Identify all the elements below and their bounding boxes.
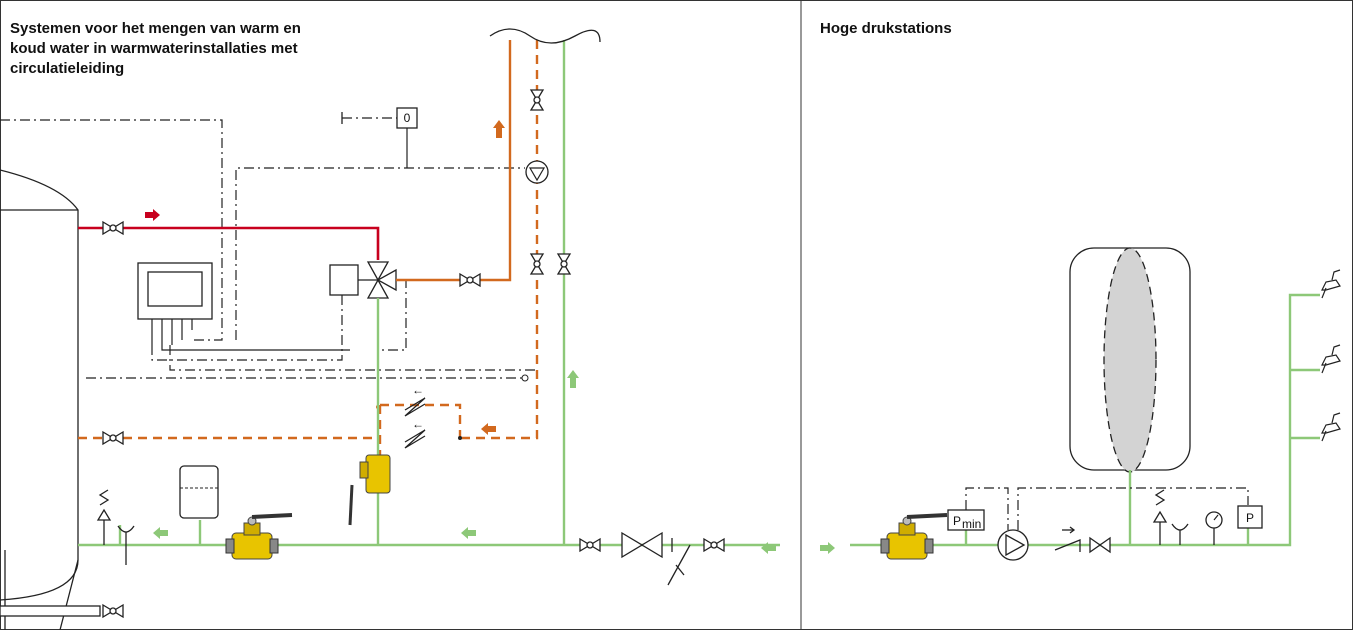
svg-text:←: ←: [412, 383, 424, 397]
actuator-box: [329, 264, 359, 296]
cold-riser-valve: [557, 253, 571, 275]
circulation-line: [78, 40, 539, 460]
junction-dot-2: [458, 436, 462, 440]
circulation-return-valve: [102, 431, 124, 445]
control-lines: [0, 117, 535, 379]
circulation-valve-mid: [530, 253, 544, 275]
inlet-valve-2: [703, 538, 725, 552]
circulation-valve-top: [530, 89, 544, 111]
safety-valve-left: [96, 489, 135, 565]
controller-wires: [151, 319, 350, 351]
controller-display: [147, 271, 203, 307]
tap-1: [1321, 269, 1341, 299]
booster-check-valve: [1054, 526, 1081, 552]
booster-pump-symbol: [1005, 533, 1026, 557]
pmin-sub-label: min: [962, 517, 981, 531]
tap-2: [1321, 344, 1341, 374]
inlet-control-valve: [621, 531, 663, 559]
check-valves: ← ←: [404, 383, 426, 449]
cold-riser-arrow: [567, 370, 579, 388]
circulation-pump: [525, 160, 549, 184]
pmin-switch: [947, 509, 985, 531]
inlet-valve-1: [579, 538, 601, 552]
hot-water-line: [78, 226, 380, 260]
booster-inlet-arrow: [820, 542, 835, 554]
gauge-needle: [1213, 514, 1219, 521]
sensor-label: 0: [404, 111, 411, 125]
filter-strainer: [667, 538, 691, 586]
tap-3: [1321, 412, 1341, 442]
svg-text:←: ←: [412, 417, 424, 431]
right-panel-title: Hoge drukstations: [820, 20, 952, 37]
hot-flow-arrow: [145, 209, 160, 221]
booster-main-line: [850, 293, 1320, 547]
thermostatic-valve: [348, 454, 391, 526]
tank-legs: [4, 550, 79, 630]
booster-ball-valve: [879, 513, 949, 561]
expansion-vessel: [179, 465, 219, 519]
mixed-flow-arrow: [493, 120, 505, 138]
booster-control-lines: [965, 487, 1249, 530]
cold-flow-arrow-1: [153, 527, 168, 539]
circulation-flow-arrow: [481, 423, 496, 435]
booster-stop-valve: [1089, 536, 1111, 554]
drain-pipe: [0, 605, 101, 617]
mixed-water-line: [396, 40, 512, 282]
left-panel-title: Systemen voor het mengen van warm en kou…: [10, 20, 301, 77]
storage-tank: [0, 169, 79, 601]
junction-dot-3: [521, 374, 529, 382]
pressure-switch-label: P: [1246, 511, 1254, 525]
safety-valve-right: [1152, 489, 1189, 545]
cold-flow-arrow-2: [461, 527, 476, 539]
cold-inlet-arrow: [761, 542, 776, 554]
ball-valve-cold: [224, 513, 294, 561]
pump-symbol: [528, 167, 546, 182]
supply-break: [489, 28, 601, 44]
pressure-switch: [1237, 505, 1263, 529]
tank-membrane: [1103, 247, 1157, 473]
drain-valve: [102, 604, 124, 618]
cold-water-lines: [78, 40, 780, 547]
pmin-label: P: [953, 514, 961, 528]
mixed-water-valve: [459, 273, 481, 287]
hot-water-valve: [102, 221, 124, 235]
